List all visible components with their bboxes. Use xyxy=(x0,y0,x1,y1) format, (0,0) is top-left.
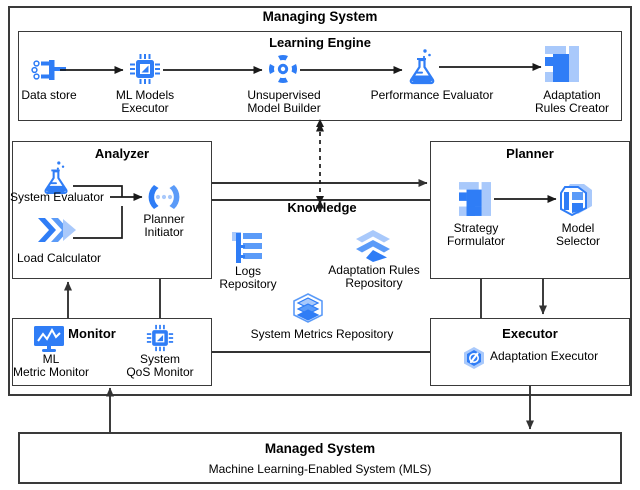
learning-engine-node-label-2: Unsupervised Model Builder xyxy=(247,88,321,115)
layers-chevron-icon xyxy=(356,230,390,262)
executor-box xyxy=(430,318,630,386)
learning-engine-title: Learning Engine xyxy=(269,35,371,50)
cube-stack-icon xyxy=(558,182,594,217)
monitor-title: Monitor xyxy=(68,326,116,341)
building-blocks-icon xyxy=(545,46,579,82)
data-store-icon xyxy=(30,55,68,85)
monitor-node-label-0: ML Metric Monitor xyxy=(12,352,89,379)
managing-system-title: Managing System xyxy=(262,9,378,24)
building-blocks-icon xyxy=(459,182,491,216)
cpu-chip-icon xyxy=(129,53,161,85)
flask-icon xyxy=(406,48,438,85)
planner-title: Planner xyxy=(506,146,554,161)
learning-engine-node-label-4: Adaptation Rules Creator xyxy=(534,88,610,115)
planner-node-label-0: Strategy Formulator xyxy=(446,221,505,248)
logs-repository-icon xyxy=(232,232,262,264)
managed-system-title: Managed System xyxy=(264,441,376,456)
monitor-node-label-1: System QoS Monitor xyxy=(126,352,194,379)
brackets-dots-icon xyxy=(144,183,184,211)
managed-system-subtitle: Machine Learning-Enabled System (MLS) xyxy=(208,462,432,476)
analyzer-node-label-2: Planner Initiator xyxy=(143,212,185,239)
analyzer-node-label-1: Load Calculator xyxy=(16,251,102,265)
monitor-chart-icon xyxy=(34,326,64,352)
cpu-chip-icon xyxy=(146,324,174,352)
knowledge-repo-label-1: Adaptation Rules Repository xyxy=(328,263,420,290)
knowledge-repo-label-2: System Metrics Repository xyxy=(250,327,394,341)
knowledge-repo-label-0: Logs Repository xyxy=(219,264,277,291)
flask-icon xyxy=(41,160,71,194)
knowledge-title: Knowledge xyxy=(287,200,357,215)
cube-slash-icon xyxy=(462,346,486,370)
analyzer-title: Analyzer xyxy=(94,146,150,161)
learning-engine-node-label-1: ML Models Executor xyxy=(115,88,175,115)
learning-engine-box xyxy=(18,31,622,121)
metrics-cube-icon xyxy=(293,293,323,323)
chevrons-right-icon xyxy=(38,216,80,244)
analyzer-node-label-0: System Evaluator xyxy=(9,190,105,204)
executor-title: Executor xyxy=(502,326,558,341)
cluster-nodes-icon xyxy=(268,54,298,84)
executor-node-label-0: Adaptation Executor xyxy=(490,349,599,363)
learning-engine-node-label-0: Data store xyxy=(21,88,77,102)
managed-system-box xyxy=(18,432,622,484)
planner-node-label-1: Model Selector xyxy=(555,221,601,248)
learning-engine-node-label-3: Performance Evaluator xyxy=(370,88,494,102)
